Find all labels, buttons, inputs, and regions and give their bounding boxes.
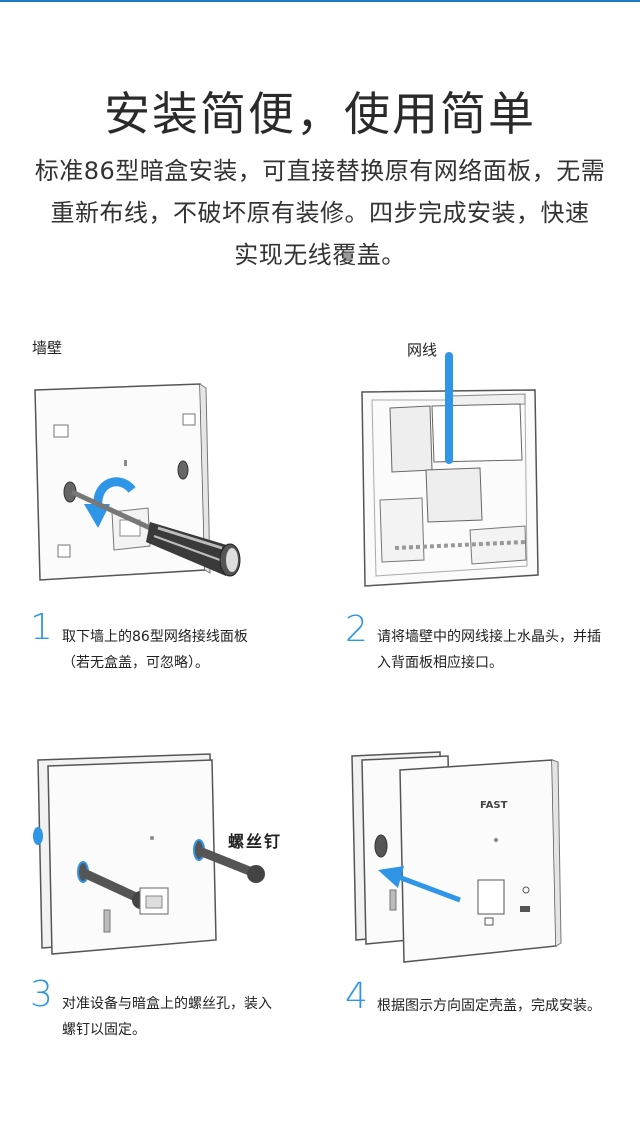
- page-title: 安装简便，使用简单: [104, 87, 536, 141]
- top-rule: [0, 0, 640, 2]
- step-line: 螺钉以固定。: [62, 1022, 146, 1038]
- step-number: 1: [30, 607, 53, 648]
- step-line: 取下墙上的86型网络接线面板: [62, 629, 248, 645]
- step-line: 请将墙壁中的网线接上水晶头，并插: [377, 629, 601, 645]
- step-number: 4: [345, 976, 368, 1017]
- step-line: 对准设备与暗盒上的螺丝孔，装入: [62, 996, 272, 1012]
- step-line: 根据图示方向固定壳盖，完成安装。: [377, 998, 601, 1014]
- subtitle-line: 标准86型暗盒安装，可直接替换原有网络面板，无需: [34, 157, 606, 185]
- cable-label: 网线: [407, 341, 438, 359]
- step-description: 请将墙壁中的网线接上水晶头，并插 入背面板相应接口。: [377, 624, 601, 676]
- step-description: 对准设备与暗盒上的螺丝孔，装入 螺钉以固定。: [62, 991, 272, 1043]
- wall-label: 墙壁: [32, 339, 63, 357]
- step-number: 3: [30, 974, 53, 1015]
- step3-illustration: [33, 753, 265, 955]
- subtitle-line: 实现无线覆盖。: [234, 241, 406, 269]
- brand-logo: FAST: [480, 800, 508, 811]
- screw-label: 螺丝钉: [228, 832, 283, 851]
- step-number: 2: [345, 609, 368, 650]
- step-line: 入背面板相应接口。: [377, 655, 503, 671]
- step-description: 取下墙上的86型网络接线面板 （若无盒盖，可忽略）。: [62, 624, 248, 676]
- page-subtitle: 标准86型暗盒安装，可直接替换原有网络面板，无需 重新布线，不破坏原有装修。四步…: [16, 150, 624, 276]
- subtitle-line: 重新布线，不破坏原有装修。四步完成安装，快速: [50, 199, 590, 227]
- step2-illustration: [361, 352, 539, 587]
- step1-illustration: [34, 383, 241, 581]
- step-line: （若无盒盖，可忽略）。: [62, 655, 209, 671]
- step-description: 根据图示方向固定壳盖，完成安装。: [377, 993, 601, 1019]
- step4-illustration: FAST: [351, 751, 562, 963]
